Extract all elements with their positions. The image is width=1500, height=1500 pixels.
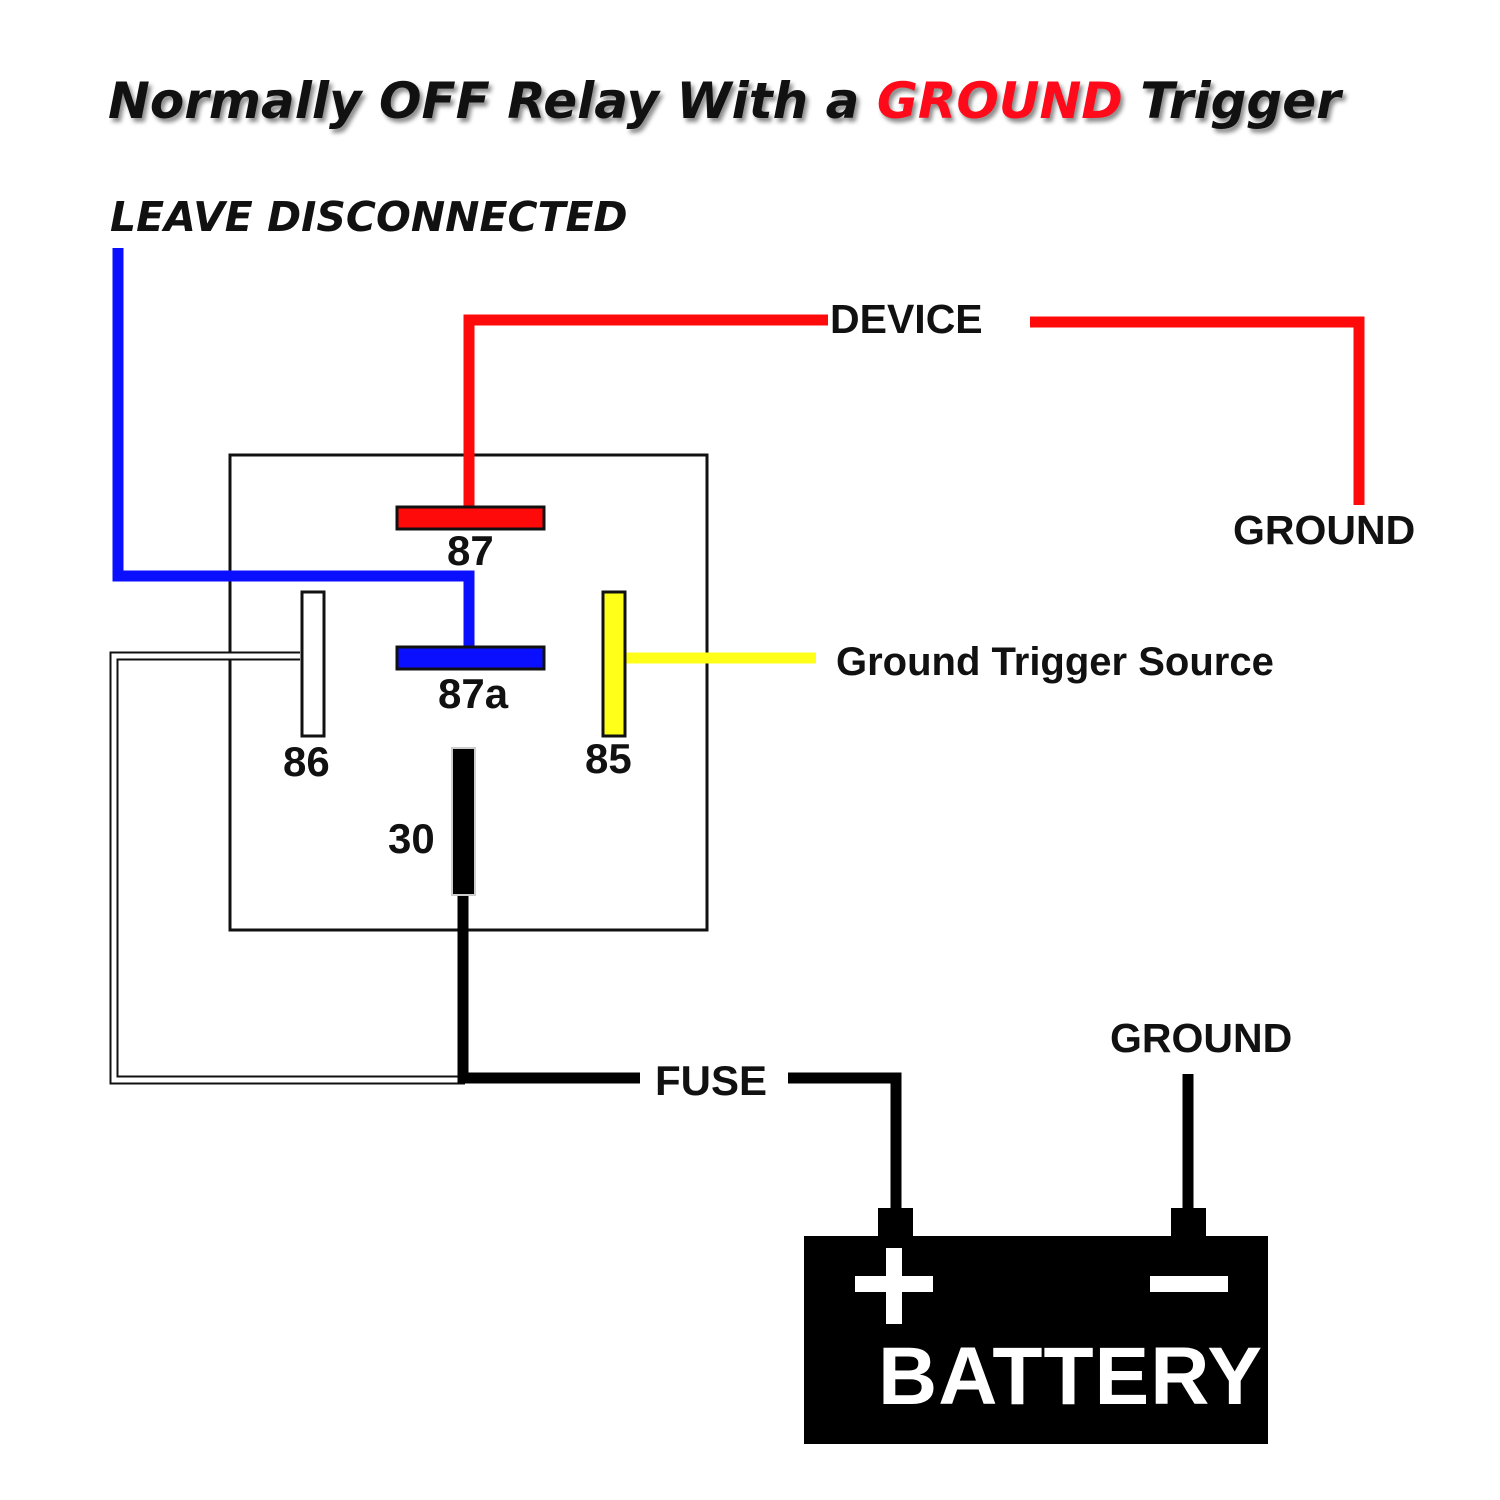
ground-label-top: GROUND	[1233, 507, 1416, 553]
plus-icon	[855, 1248, 933, 1324]
fuse-label: FUSE	[655, 1057, 768, 1104]
title-part1: Normally OFF Relay With a	[108, 72, 877, 130]
leave-disconnected-label: LEAVE DISCONNECTED	[110, 193, 628, 241]
device-label: DEVICE	[830, 296, 983, 342]
title-accent: GROUND	[876, 72, 1123, 130]
pin-85-label: 85	[585, 735, 632, 782]
title-part2: Trigger	[1122, 72, 1341, 130]
pin-86-label: 86	[283, 738, 330, 785]
terminal-85	[601, 590, 627, 738]
wire-87-left	[463, 314, 828, 507]
pin-87-label: 87	[447, 527, 494, 574]
wire-30	[457, 895, 640, 1084]
ground-label-bottom: GROUND	[1110, 1015, 1293, 1061]
wire-fuse-to-battery	[788, 1072, 902, 1215]
minus-icon	[1150, 1276, 1228, 1292]
terminal-87	[395, 505, 546, 531]
pin-30-label: 30	[388, 815, 435, 862]
diagram-title: Normally OFF Relay With a GROUND Trigger	[108, 72, 1341, 130]
battery-plus-post	[878, 1208, 913, 1238]
ground-trigger-source-label: Ground Trigger Source	[836, 640, 1274, 684]
terminal-30	[451, 747, 476, 896]
terminal-87a	[395, 645, 546, 671]
wire-87a	[112, 248, 475, 648]
battery-body	[804, 1236, 1268, 1444]
wire-86-fill	[111, 653, 465, 1083]
battery-minus-post	[1171, 1208, 1206, 1238]
battery-label: BATTERY	[878, 1331, 1264, 1422]
pin-87a-label: 87a	[438, 670, 509, 717]
terminal-86	[300, 590, 326, 738]
wire-87-right	[1030, 316, 1365, 505]
